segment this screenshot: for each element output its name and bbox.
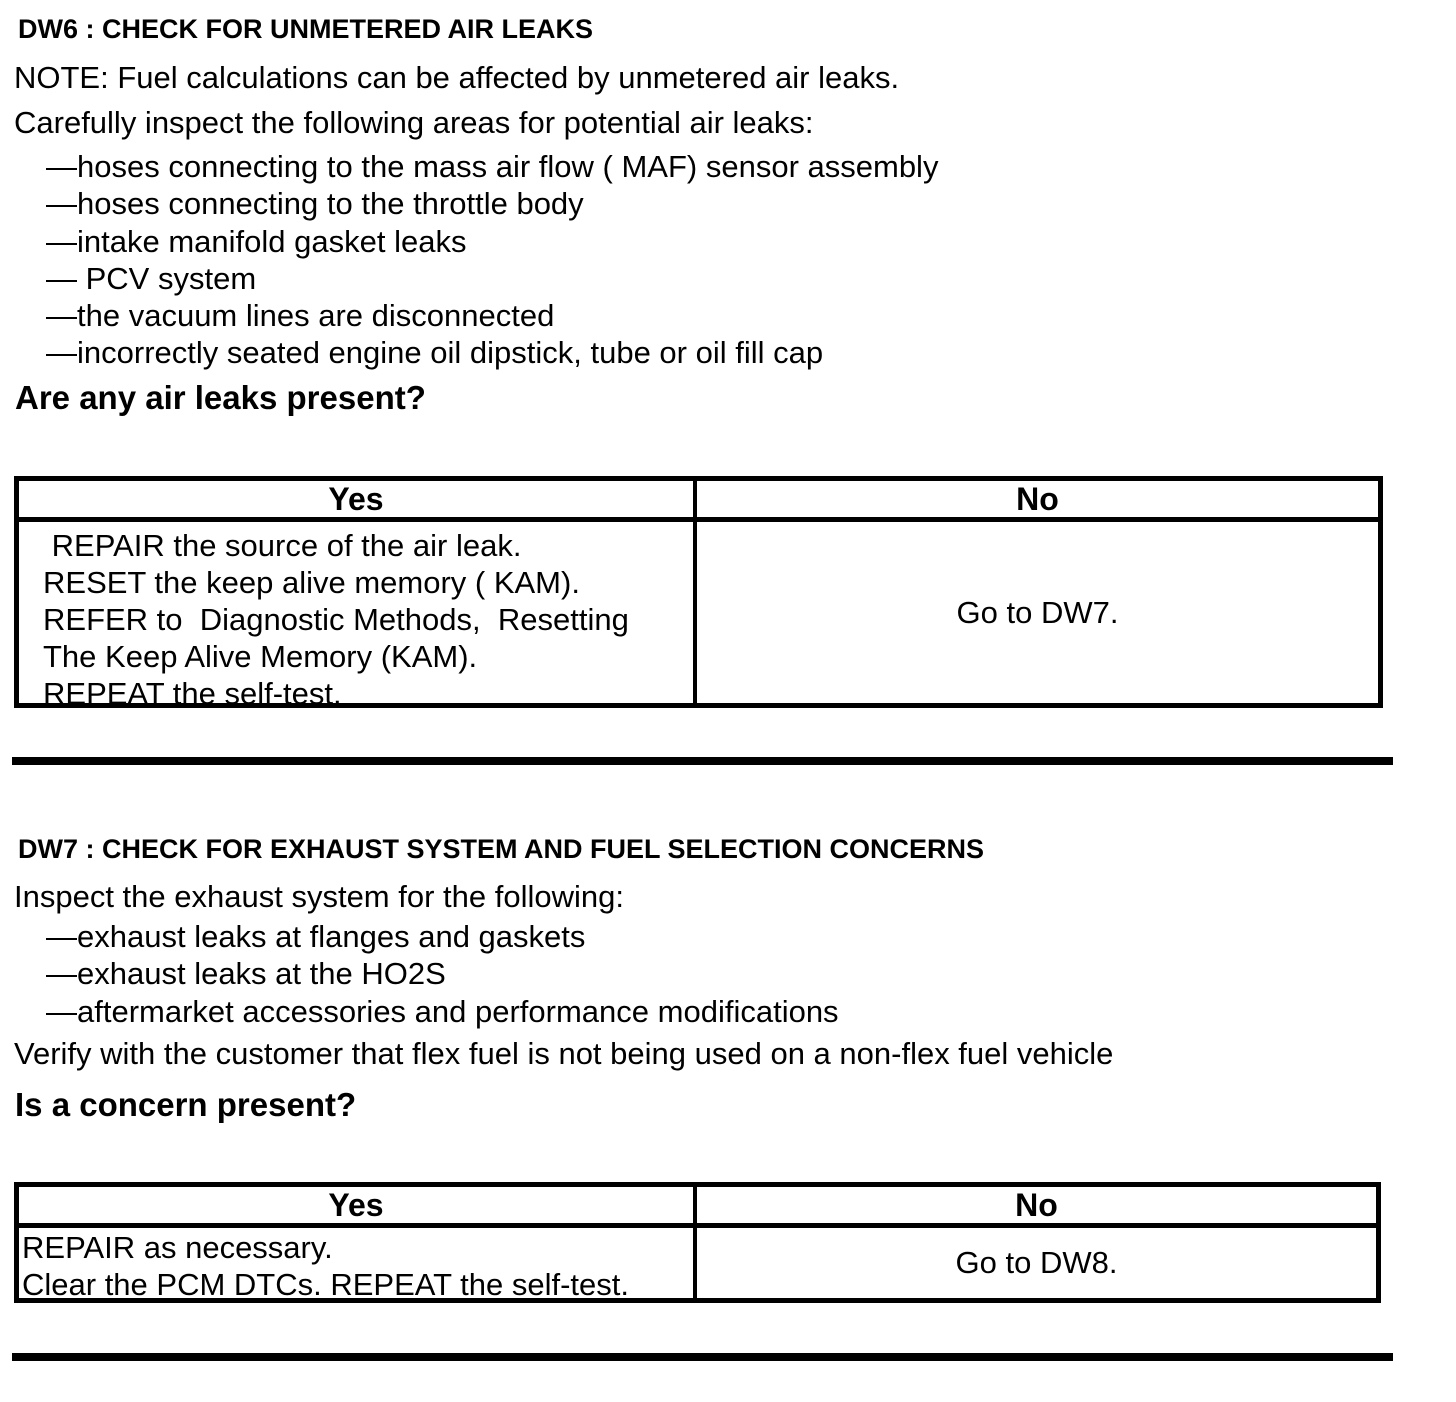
table-header-no: No — [1015, 1186, 1058, 1223]
list-item: —exhaust leaks at the HO2S — [46, 956, 446, 992]
list-item: —hoses connecting to the mass air flow (… — [46, 149, 939, 184]
section-dw7-verify: Verify with the customer that flex fuel … — [14, 1036, 1114, 1071]
section-dw7-title: DW7 : CHECK FOR EXHAUST SYSTEM AND FUEL … — [18, 834, 985, 864]
section-dw6-question: Are any air leaks present? — [15, 379, 426, 416]
section-dw6-note: NOTE: Fuel calculations can be affected … — [14, 60, 900, 95]
section-divider-rule — [12, 1353, 1393, 1361]
table-body-row: REPAIR the source of the air leak. RESET… — [19, 522, 1378, 711]
section-dw6-title: DW6 : CHECK FOR UNMETERED AIR LEAKS — [18, 14, 594, 44]
section-dw7-list: —exhaust leaks at flanges and gaskets —e… — [46, 918, 839, 1030]
list-item: —exhaust leaks at flanges and gaskets — [46, 919, 586, 954]
list-item: —the vacuum lines are disconnected — [46, 298, 555, 334]
table-header-row: Yes No — [19, 1187, 1376, 1228]
section-divider-rule — [12, 757, 1393, 765]
table-header-no: No — [1016, 480, 1059, 517]
section-dw7-intro: Inspect the exhaust system for the follo… — [14, 879, 624, 914]
list-item: —aftermarket accessories and performance… — [46, 993, 839, 1029]
no-action-cell: Go to DW8. — [955, 1245, 1118, 1280]
list-item: — PCV system — [46, 260, 257, 296]
section-dw6-intro: Carefully inspect the following areas fo… — [14, 105, 814, 140]
section-dw6-list: —hoses connecting to the mass air flow (… — [46, 148, 938, 372]
decision-table-dw6: Yes No REPAIR the source of the air leak… — [14, 476, 1383, 711]
list-item: —hoses connecting to the throttle body — [46, 186, 584, 222]
table-body-row: REPAIR as necessary. Clear the PCM DTCs.… — [19, 1228, 1376, 1302]
list-item: —incorrectly seated engine oil dipstick,… — [46, 335, 824, 371]
decision-table-dw7: Yes No REPAIR as necessary. Clear the PC… — [14, 1182, 1381, 1303]
table-header-yes: Yes — [19, 1187, 697, 1223]
section-dw7-question: Is a concern present? — [15, 1086, 357, 1123]
list-item: —intake manifold gasket leaks — [46, 223, 467, 259]
table-header-yes: Yes — [19, 481, 697, 517]
yes-action-cell: REPAIR as necessary. Clear the PCM DTCs.… — [19, 1228, 697, 1302]
table-header-row: Yes No — [19, 481, 1378, 522]
no-action-cell: Go to DW7. — [956, 594, 1119, 630]
yes-action-cell: REPAIR the source of the air leak. RESET… — [19, 522, 697, 711]
